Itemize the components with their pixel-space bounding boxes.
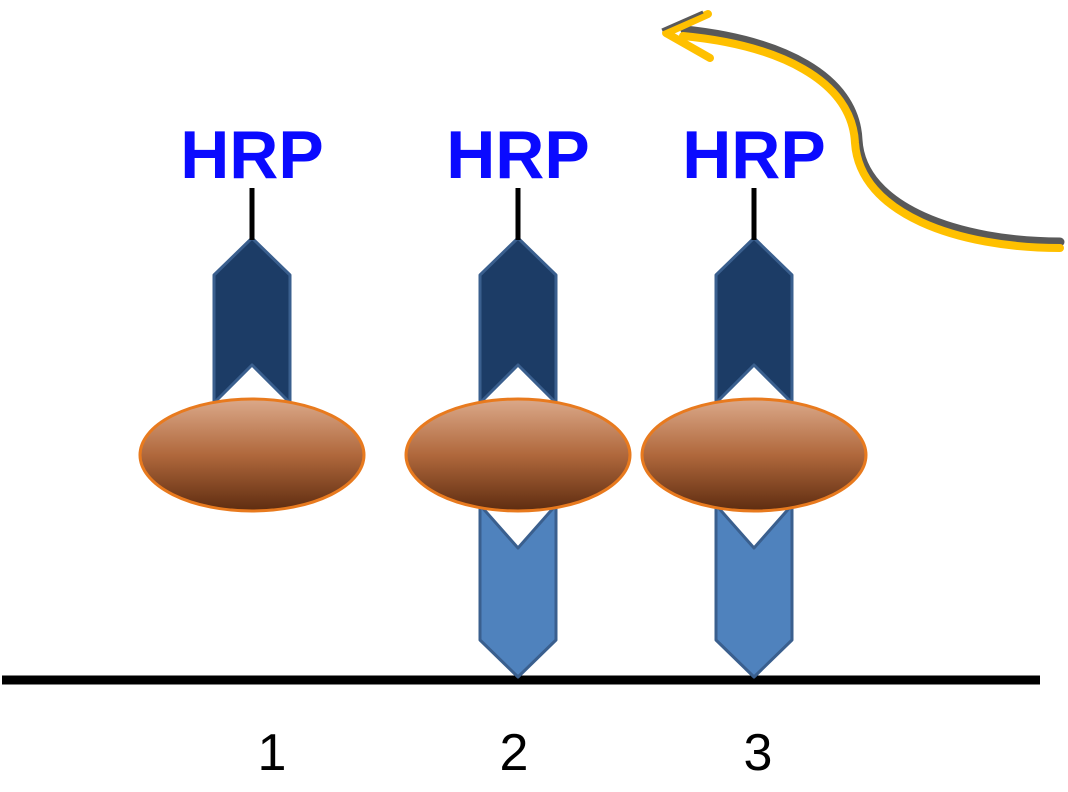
antigen [640, 397, 868, 513]
curved-arrow-icon [661, 10, 1065, 252]
lane-2: HRP 2 [404, 117, 632, 782]
capture-antibody [478, 503, 558, 679]
curved-arrow-head-shadow [661, 10, 704, 32]
detection-antibody [714, 236, 794, 405]
lanes: HRP 1 HRP 2 HRP 3 [138, 117, 868, 782]
antigen [138, 397, 366, 513]
lane-number: 1 [258, 724, 287, 782]
lane-3: HRP 3 [640, 117, 868, 782]
curved-arrow-head [662, 10, 714, 62]
detection-antibody [478, 236, 558, 405]
hrp-label: HRP [682, 117, 826, 193]
lane-1: HRP 1 [138, 117, 366, 782]
lane-number: 2 [500, 724, 529, 782]
curved-arrow-body [679, 32, 1064, 252]
antigen [404, 397, 632, 513]
hrp-label: HRP [446, 117, 590, 193]
lane-number: 3 [744, 724, 773, 782]
hrp-label: HRP [180, 117, 324, 193]
capture-antibody [714, 503, 794, 679]
detection-antibody [212, 236, 292, 405]
